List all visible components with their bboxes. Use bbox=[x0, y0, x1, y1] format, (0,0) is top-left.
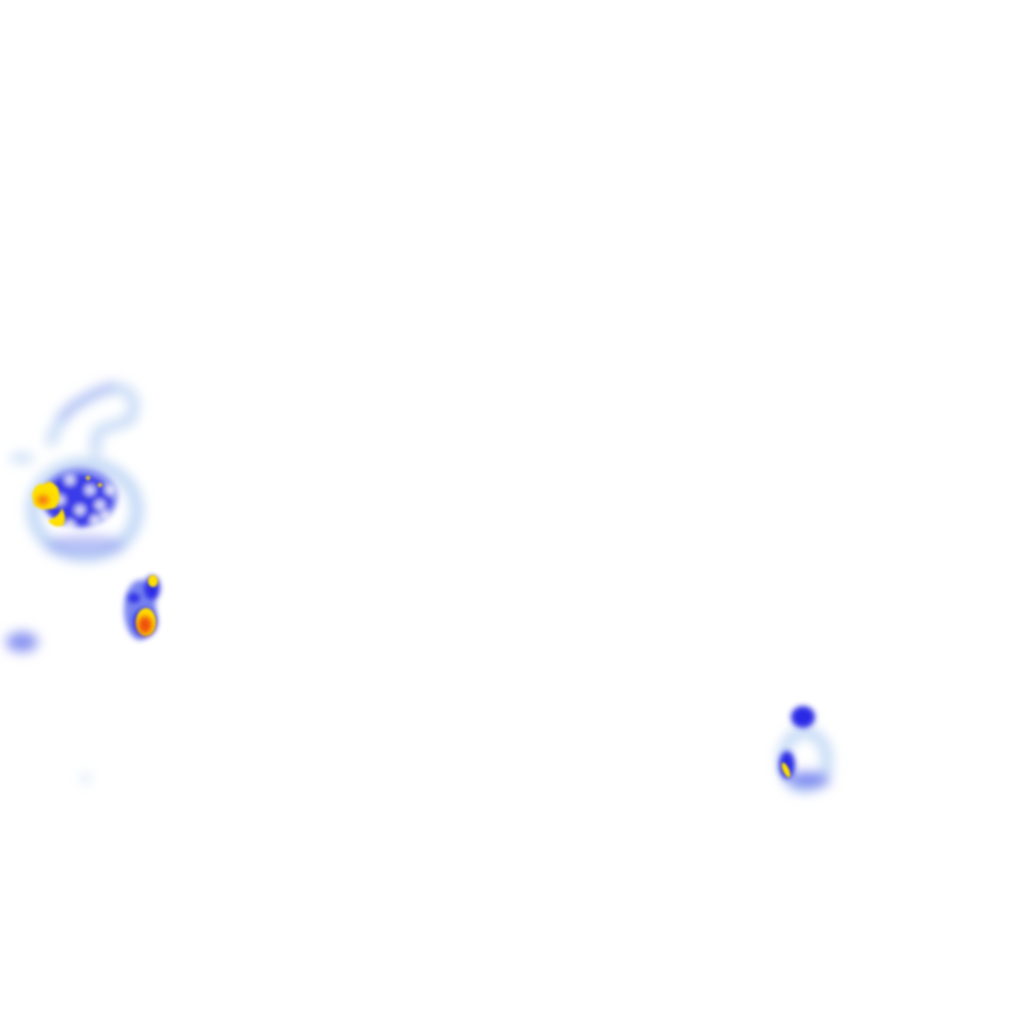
heatmap-peak-layer bbox=[37, 495, 152, 634]
heat-blob bbox=[98, 483, 102, 487]
heat-hole bbox=[95, 500, 105, 510]
heat-hole bbox=[65, 520, 75, 530]
heat-blob bbox=[6, 632, 38, 652]
heat-blob bbox=[128, 593, 140, 603]
heat-ring bbox=[27, 458, 143, 562]
heat-blob bbox=[779, 751, 795, 779]
heat-blob bbox=[148, 575, 158, 587]
heat-hole bbox=[100, 510, 110, 520]
heat-arc bbox=[58, 382, 116, 422]
heat-peak bbox=[37, 495, 49, 505]
heat-blob bbox=[791, 706, 815, 728]
heat-hole bbox=[85, 485, 95, 495]
heatmap-midlow-layer bbox=[42, 467, 815, 779]
heat-blob bbox=[10, 454, 34, 462]
heat-blob bbox=[86, 476, 90, 480]
heat-blob bbox=[786, 772, 830, 788]
heat-hole bbox=[105, 485, 115, 495]
heat-arc bbox=[45, 383, 139, 457]
heat-peak bbox=[138, 616, 152, 634]
heat-blob bbox=[48, 508, 65, 527]
heat-hole bbox=[65, 475, 75, 485]
heat-hole bbox=[90, 515, 100, 525]
heatmap-low-layer bbox=[6, 382, 832, 793]
heat-hole bbox=[75, 505, 85, 515]
heat-blob bbox=[781, 762, 791, 778]
heat-blob bbox=[83, 773, 89, 783]
heat-blob bbox=[45, 535, 125, 555]
